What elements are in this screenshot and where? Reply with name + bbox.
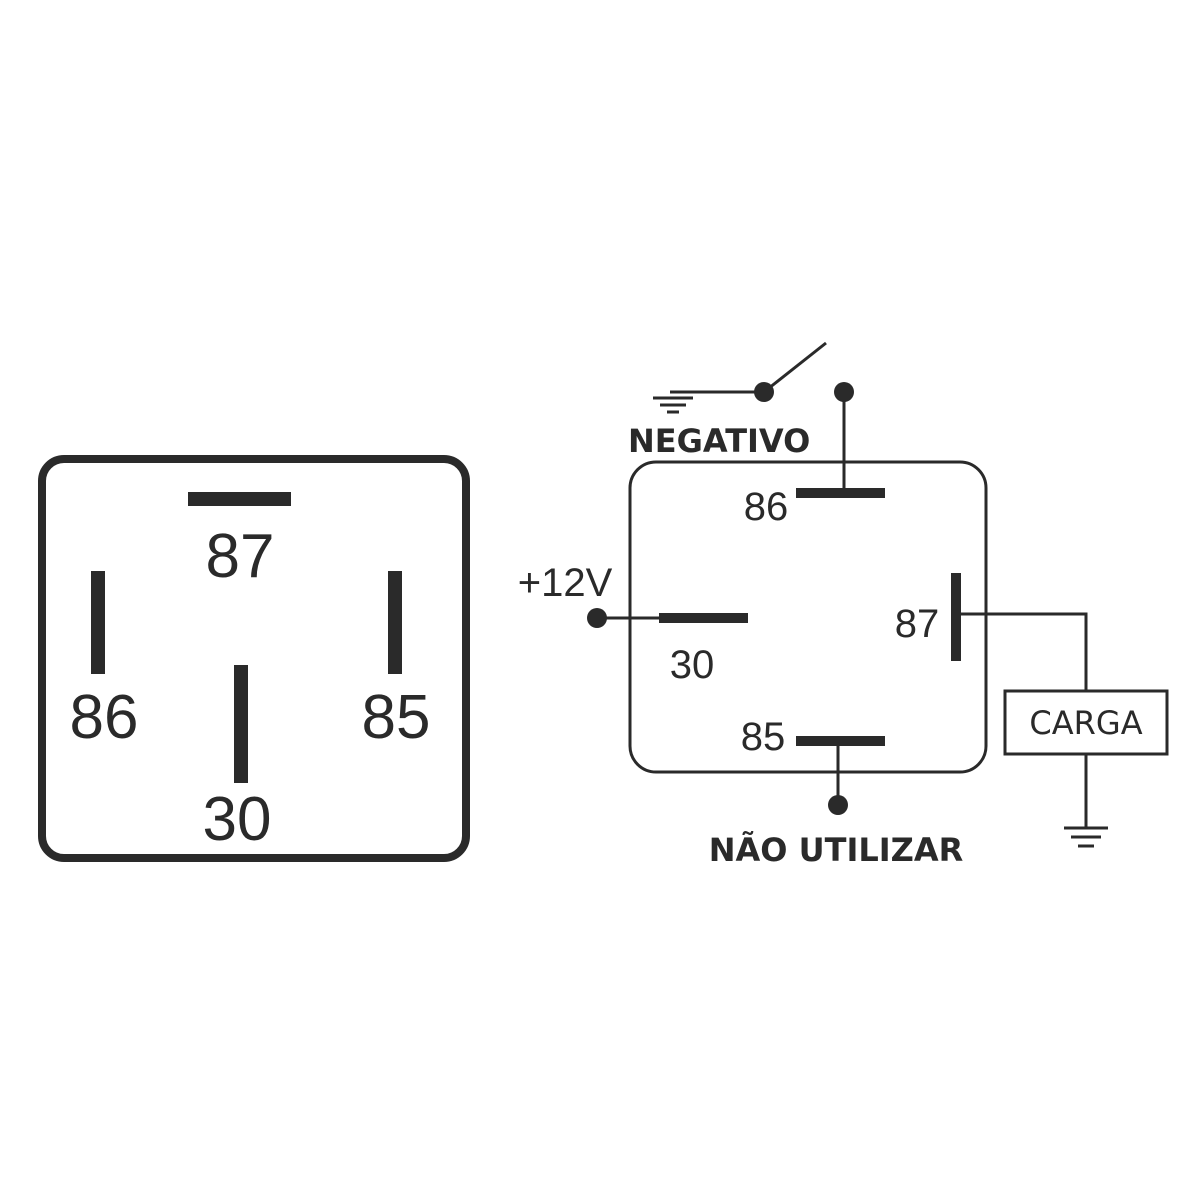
load-ground-icon	[1064, 826, 1108, 848]
load-label: CARGA	[1029, 704, 1142, 742]
pin-label-87: 87	[895, 602, 940, 646]
unused-label: NÃO UTILIZAR	[709, 831, 964, 869]
relay-face-label-86: 86	[70, 683, 139, 752]
relay-face-label-30: 30	[203, 785, 272, 854]
relay-face-pin-86	[91, 571, 105, 674]
contact-85	[796, 736, 885, 746]
contact-30	[659, 613, 748, 623]
terminal-86-dot	[834, 382, 854, 402]
ground-icon	[653, 396, 693, 414]
contact-87	[951, 573, 961, 661]
supply-label: +12V	[518, 561, 613, 605]
relay-face: 87 86 85 30	[38, 455, 470, 862]
relay-face-outline	[38, 455, 470, 862]
terminal-85-dot	[828, 795, 848, 815]
switch-arm	[763, 341, 827, 394]
contact-86	[796, 488, 885, 498]
terminal-30-dot	[587, 608, 607, 628]
wiring-schematic: 86 NEGATIVO +12V 30 87 CARGA	[518, 341, 1169, 869]
relay-face-pin-87	[188, 492, 291, 506]
pin-label-30: 30	[670, 643, 715, 687]
relay-face-label-87: 87	[206, 522, 275, 591]
relay-face-pin-85	[388, 571, 402, 674]
negative-label: NEGATIVO	[628, 422, 810, 460]
pin-label-86: 86	[744, 485, 789, 529]
load-box: CARGA	[1003, 689, 1169, 756]
lead-87	[961, 612, 1088, 691]
relay-face-pin-30	[234, 665, 248, 783]
relay-face-label-85: 85	[362, 683, 431, 752]
pin-label-85: 85	[741, 715, 786, 759]
